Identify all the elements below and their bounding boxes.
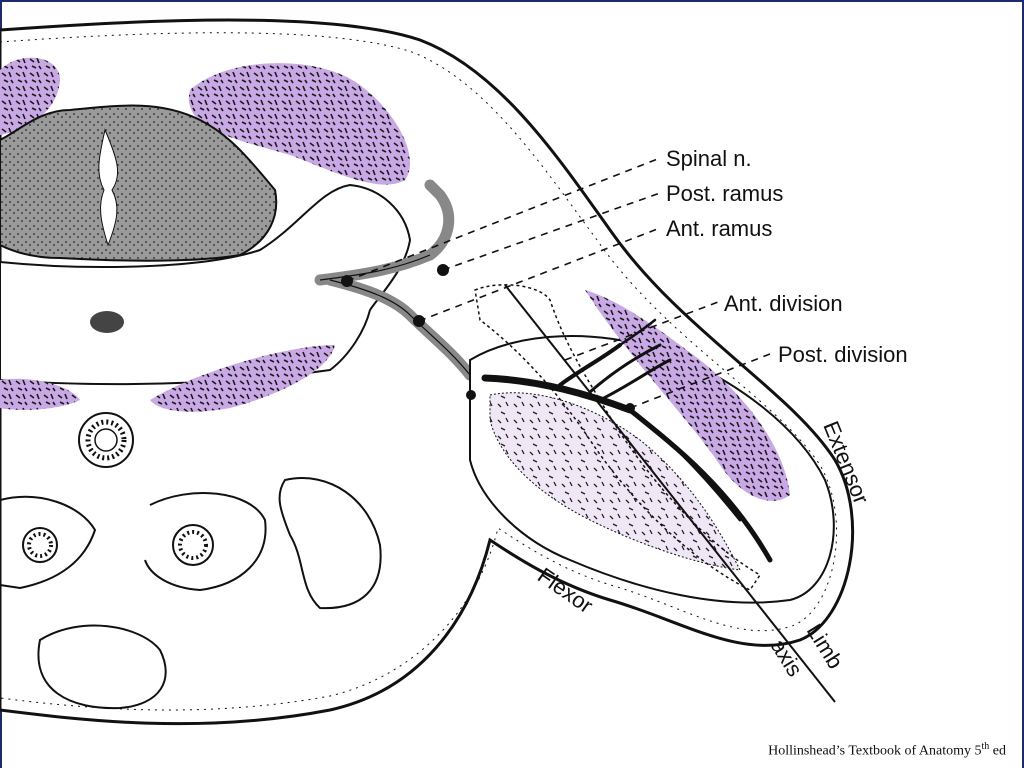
neural-tube — [0, 104, 278, 262]
notochord — [90, 311, 124, 333]
limb-extensor-mass — [585, 290, 790, 501]
leader-lines — [346, 157, 771, 409]
dorsal-aorta-ring — [78, 412, 134, 468]
label-post-division: Post. division — [778, 342, 908, 367]
source-credit: Hollinshead’s Textbook of Anatomy 5th ed — [768, 741, 1006, 760]
label-post-ramus: Post. ramus — [666, 181, 783, 206]
mesonephric-ring-left — [22, 527, 58, 563]
mesonephric-ring-right — [172, 524, 214, 566]
label-limb: Limb — [802, 619, 848, 673]
label-ant-division: Ant. division — [724, 291, 843, 316]
hypaxial-muscle-left — [0, 378, 80, 410]
dorsal-muscle-right — [188, 63, 410, 185]
limb-axis-line — [504, 284, 836, 703]
gut-loop — [37, 624, 167, 710]
label-spinal-n: Spinal n. — [666, 146, 752, 171]
body-inner-outline — [0, 32, 838, 711]
mesonephric-fold-left — [0, 495, 97, 590]
dot-limb-root — [466, 390, 476, 400]
hypaxial-muscle-right — [150, 345, 335, 412]
central-canal — [98, 128, 119, 247]
credit-superscript: th — [981, 741, 990, 753]
limb-nerve-branches — [481, 318, 773, 563]
gonadal-ridge — [278, 477, 382, 610]
label-ant-ramus: Ant. ramus — [666, 216, 772, 241]
limb-flexor-mass — [489, 392, 741, 571]
limb-cartilage-core — [474, 284, 762, 591]
anterior-ramus-outline — [319, 254, 471, 376]
credit-text: Hollinshead’s Textbook of Anatomy 5 — [768, 744, 982, 759]
mesonephric-fold-right — [144, 492, 267, 592]
dorsal-muscle-left — [0, 57, 60, 135]
credit-suffix: ed — [989, 744, 1006, 759]
slide-border-right — [1022, 0, 1024, 768]
slide-border-top — [0, 0, 1024, 2]
